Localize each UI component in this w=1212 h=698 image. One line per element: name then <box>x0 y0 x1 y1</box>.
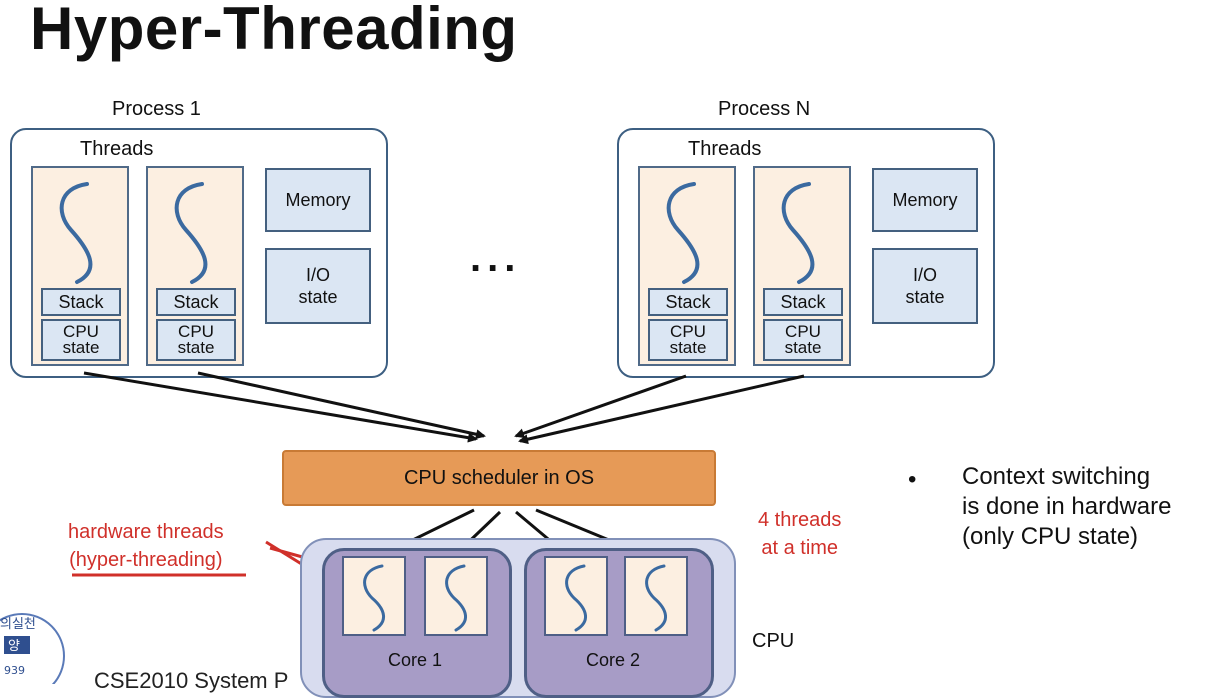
io-line-1: I/O <box>305 265 330 285</box>
arrow-p1t1 <box>83 371 478 443</box>
thread-squiggle-icon <box>445 564 467 632</box>
four-threads-line-1: 4 threads <box>758 509 842 531</box>
core-2-label: Core 2 <box>586 650 641 670</box>
process-1-thread-1: Stack CPU state <box>31 166 129 366</box>
thread-squiggle-icon <box>645 564 667 632</box>
footer-course-text: CSE2010 System P <box>94 668 289 693</box>
stack-box: Stack <box>648 288 728 316</box>
process-1-io-box: I/O state <box>265 248 371 324</box>
thread-squiggle-icon <box>666 182 700 284</box>
ellipsis: ... <box>470 236 522 280</box>
cpu-state-box: CPU state <box>41 319 121 361</box>
cpu-state-line-2: state <box>62 338 100 357</box>
cpu-state-box: CPU state <box>763 319 843 361</box>
hardware-threads-label: hardware threads (hyper-threading) <box>68 518 224 574</box>
cpu-label: CPU <box>752 630 795 652</box>
cpu-state-line-1: CPU <box>785 322 821 341</box>
process-n-thread-1: Stack CPU state <box>638 166 736 366</box>
io-line-2: state <box>905 287 945 307</box>
process-n-label: Process N <box>718 98 811 120</box>
cpu-state-line-1: CPU <box>63 322 99 341</box>
process-1-memory-box: Memory <box>265 168 371 232</box>
cpu-state-box: CPU state <box>648 319 728 361</box>
core-1-hw-thread-1 <box>342 556 406 636</box>
process-n-memory-box: Memory <box>872 168 978 232</box>
hardware-threads-line-1: hardware threads <box>68 521 224 543</box>
process-1-label: Process 1 <box>112 98 201 120</box>
arrow-pnt1 <box>514 374 687 439</box>
core-1-label: Core 1 <box>388 650 443 670</box>
thread-squiggle-icon <box>363 564 385 632</box>
cpu-state-line-2: state <box>177 338 215 357</box>
bullet: • <box>908 466 917 493</box>
io-line-1: I/O <box>912 265 937 285</box>
svg-text:939: 939 <box>4 664 25 677</box>
stack-box: Stack <box>156 288 236 316</box>
cpu-state-box: CPU state <box>156 319 236 361</box>
cpu-state-line-2: state <box>669 338 707 357</box>
cpu-state-line-2: state <box>784 338 822 357</box>
core-2-hw-thread-2 <box>624 556 688 636</box>
core-2-hw-thread-1 <box>544 556 608 636</box>
arrow-pnt2 <box>518 374 805 445</box>
cpu-scheduler-box: CPU scheduler in OS <box>282 450 716 506</box>
thread-squiggle-icon <box>781 182 815 284</box>
arrow-p1t2 <box>197 371 486 440</box>
context-switch-note: Context switching is done in hardware (o… <box>962 462 1171 552</box>
note-line-1: Context switching <box>962 463 1151 490</box>
hardware-threads-line-2: (hyper-threading) <box>69 549 223 571</box>
io-line-2: state <box>298 287 338 307</box>
process-n-threads-label: Threads <box>688 138 762 160</box>
note-line-2: is done in hardware <box>962 493 1172 520</box>
core-1-hw-thread-2 <box>424 556 488 636</box>
cpu-state-line-1: CPU <box>178 322 214 341</box>
process-n-thread-2: Stack CPU state <box>753 166 851 366</box>
four-threads-label: 4 threads at a time <box>758 506 841 562</box>
svg-text:의실천: 의실천 <box>0 617 36 632</box>
slide-title: Hyper-Threading <box>30 0 518 62</box>
stack-box: Stack <box>41 288 121 316</box>
process-n-io-box: I/O state <box>872 248 978 324</box>
stack-box: Stack <box>763 288 843 316</box>
thread-squiggle-icon <box>59 182 93 284</box>
process-1-threads-label: Threads <box>80 138 154 160</box>
cpu-state-line-1: CPU <box>670 322 706 341</box>
thread-squiggle-icon <box>174 182 208 284</box>
note-line-3: (only CPU state) <box>962 523 1139 550</box>
process-1-thread-2: Stack CPU state <box>146 166 244 366</box>
four-threads-line-2: at a time <box>761 537 839 559</box>
svg-text:양: 양 <box>8 639 20 654</box>
thread-squiggle-icon <box>565 564 587 632</box>
university-seal-logo: 의실천 양 939 <box>0 613 65 684</box>
